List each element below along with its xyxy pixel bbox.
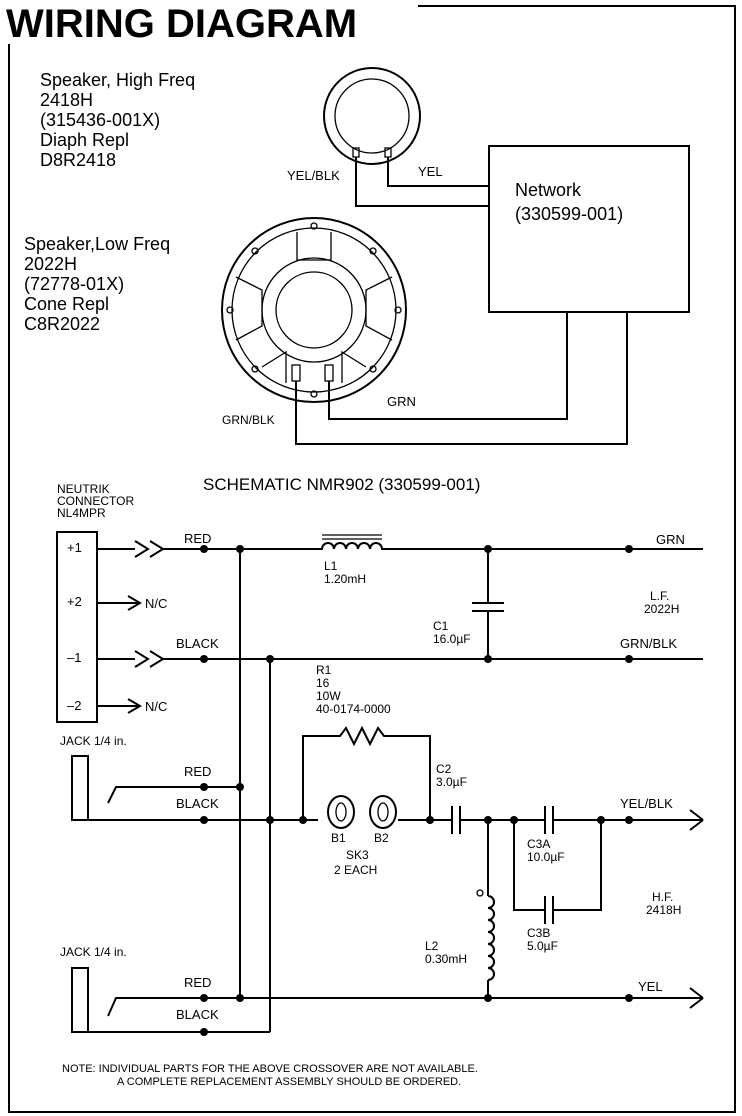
hf-speaker-drawing <box>323 67 421 165</box>
c3b-label: C3B <box>527 926 550 940</box>
note-line-1: NOTE: INDIVIDUAL PARTS FOR THE ABOVE CRO… <box>62 1063 478 1075</box>
output-yel-blk-label: YEL/BLK <box>620 796 673 811</box>
hf-wire-yel-label: YEL <box>418 164 443 179</box>
c1-label: C1 <box>433 619 449 633</box>
lf-output-label: L.F. <box>650 589 669 603</box>
jack1-body <box>71 755 89 821</box>
capacitor-c3a-c3b <box>513 806 602 924</box>
svg-text:CONNECTOR: CONNECTOR <box>57 494 134 508</box>
hf-output-model: 2418H <box>646 903 681 917</box>
hf-wire-yel-blk-label: YEL/BLK <box>287 168 340 183</box>
hf-out-arrow-2 <box>689 987 704 1009</box>
lf-wire-grn-blk <box>295 312 628 445</box>
jack2-body <box>71 967 89 1033</box>
svg-text:Diaph Repl: Diaph Repl <box>40 130 129 150</box>
output-yel-label: YEL <box>638 979 663 994</box>
l1-label: L1 <box>324 559 338 573</box>
hf-output-label: H.F. <box>652 890 673 904</box>
jack2-tip-wire-and-yel-rail <box>107 997 703 1017</box>
lf-wire-grn-blk-label: GRN/BLK <box>222 413 275 427</box>
pin-plus1: +1 <box>67 540 82 555</box>
svg-text:2022H: 2022H <box>24 254 77 274</box>
network-label: Network <box>515 180 582 200</box>
c3a-label: C3A <box>527 837 550 851</box>
hf-wire-yel <box>387 157 489 187</box>
hf-speaker-label: Speaker, High Freq 2418H (315436-001X) D… <box>40 70 195 170</box>
lf-speaker-label: Speaker,Low Freq 2022H (72778-01X) Cone … <box>24 234 170 334</box>
note-line-2: A COMPLETE REPLACEMENT ASSEMBLY SHOULD B… <box>117 1076 461 1088</box>
jack2-black-label: BLACK <box>176 1007 219 1022</box>
network-box <box>488 145 690 313</box>
pin-minus2-nc-label: N/C <box>145 699 167 714</box>
jack1-tip-wire <box>107 786 240 804</box>
inductor-l1 <box>310 534 394 558</box>
black-wire-label: BLACK <box>176 636 219 651</box>
c2-value: 3.0µF <box>436 775 467 789</box>
jack1-label: JACK 1/4 in. <box>60 734 127 748</box>
r1-part-number: 40-0174-0000 <box>316 702 391 716</box>
r1-label: R1 <box>316 663 332 677</box>
jack2-label: JACK 1/4 in. <box>60 945 127 959</box>
svg-text:2418H: 2418H <box>40 90 93 110</box>
bulb-b2-label: B2 <box>374 831 389 845</box>
connector-arrows <box>97 540 165 714</box>
lf-wire-grn-label: GRN <box>387 394 416 409</box>
lf-output-model: 2022H <box>644 602 679 616</box>
network-part-number: (330599-001) <box>515 204 623 224</box>
page-title: WIRING DIAGRAM <box>6 2 357 46</box>
svg-text:NL4MPR: NL4MPR <box>57 506 106 520</box>
pin-minus1: –1 <box>67 650 81 665</box>
c3b-value: 5.0µF <box>527 939 558 953</box>
svg-text:D8R2418: D8R2418 <box>40 150 116 170</box>
neutrik-connector-label: NEUTRIK CONNECTOR NL4MPR <box>57 482 134 520</box>
l1-value: 1.20mH <box>324 572 366 586</box>
jack2-red-label: RED <box>184 975 211 990</box>
jack1-black-label: BLACK <box>176 796 219 811</box>
pin-minus2: –2 <box>67 698 81 713</box>
output-grn-label: GRN <box>656 532 685 547</box>
lf-speaker-drawing <box>221 217 407 403</box>
output-grn-blk-label: GRN/BLK <box>620 636 677 651</box>
sk3-qty: 2 EACH <box>334 863 377 877</box>
sk3-label: SK3 <box>346 848 369 862</box>
svg-text:NEUTRIK: NEUTRIK <box>57 482 110 496</box>
pin-plus2: +2 <box>67 594 82 609</box>
l2-value: 0.30mH <box>425 952 467 966</box>
capacitor-c1 <box>472 549 504 659</box>
schematic-title: SCHEMATIC NMR902 (330599-001) <box>203 475 480 494</box>
jack1-red-label: RED <box>184 764 211 779</box>
red-wire-label: RED <box>184 531 211 546</box>
c3a-value: 10.0µF <box>527 850 565 864</box>
connector-block <box>56 531 98 723</box>
svg-text:(72778-01X): (72778-01X) <box>24 274 124 294</box>
r1-watts: 10W <box>316 689 341 703</box>
hf-wire-yel-blk <box>355 157 489 207</box>
svg-text:Cone Repl: Cone Repl <box>24 294 109 314</box>
hf-out-arrow-1 <box>689 809 704 831</box>
junction-dots <box>200 545 633 1036</box>
r1-ohms: 16 <box>316 676 330 690</box>
resistor-r1 <box>302 725 431 820</box>
capacitor-c2 <box>451 806 461 834</box>
svg-text:Speaker, High Freq: Speaker, High Freq <box>40 70 195 90</box>
lf-wire-grn <box>328 312 568 420</box>
inductor-l2 <box>476 820 495 998</box>
pin2-nc-label: N/C <box>145 596 167 611</box>
page-frame <box>8 5 736 1113</box>
bulbs-sk3 <box>327 795 397 829</box>
c1-value: 16.0µF <box>433 632 471 646</box>
svg-text:(315436-001X): (315436-001X) <box>40 110 160 130</box>
bulb-b1-label: B1 <box>331 831 346 845</box>
svg-text:Speaker,Low Freq: Speaker,Low Freq <box>24 234 170 254</box>
l2-label: L2 <box>425 939 439 953</box>
c2-label: C2 <box>436 762 452 776</box>
svg-text:C8R2022: C8R2022 <box>24 314 100 334</box>
